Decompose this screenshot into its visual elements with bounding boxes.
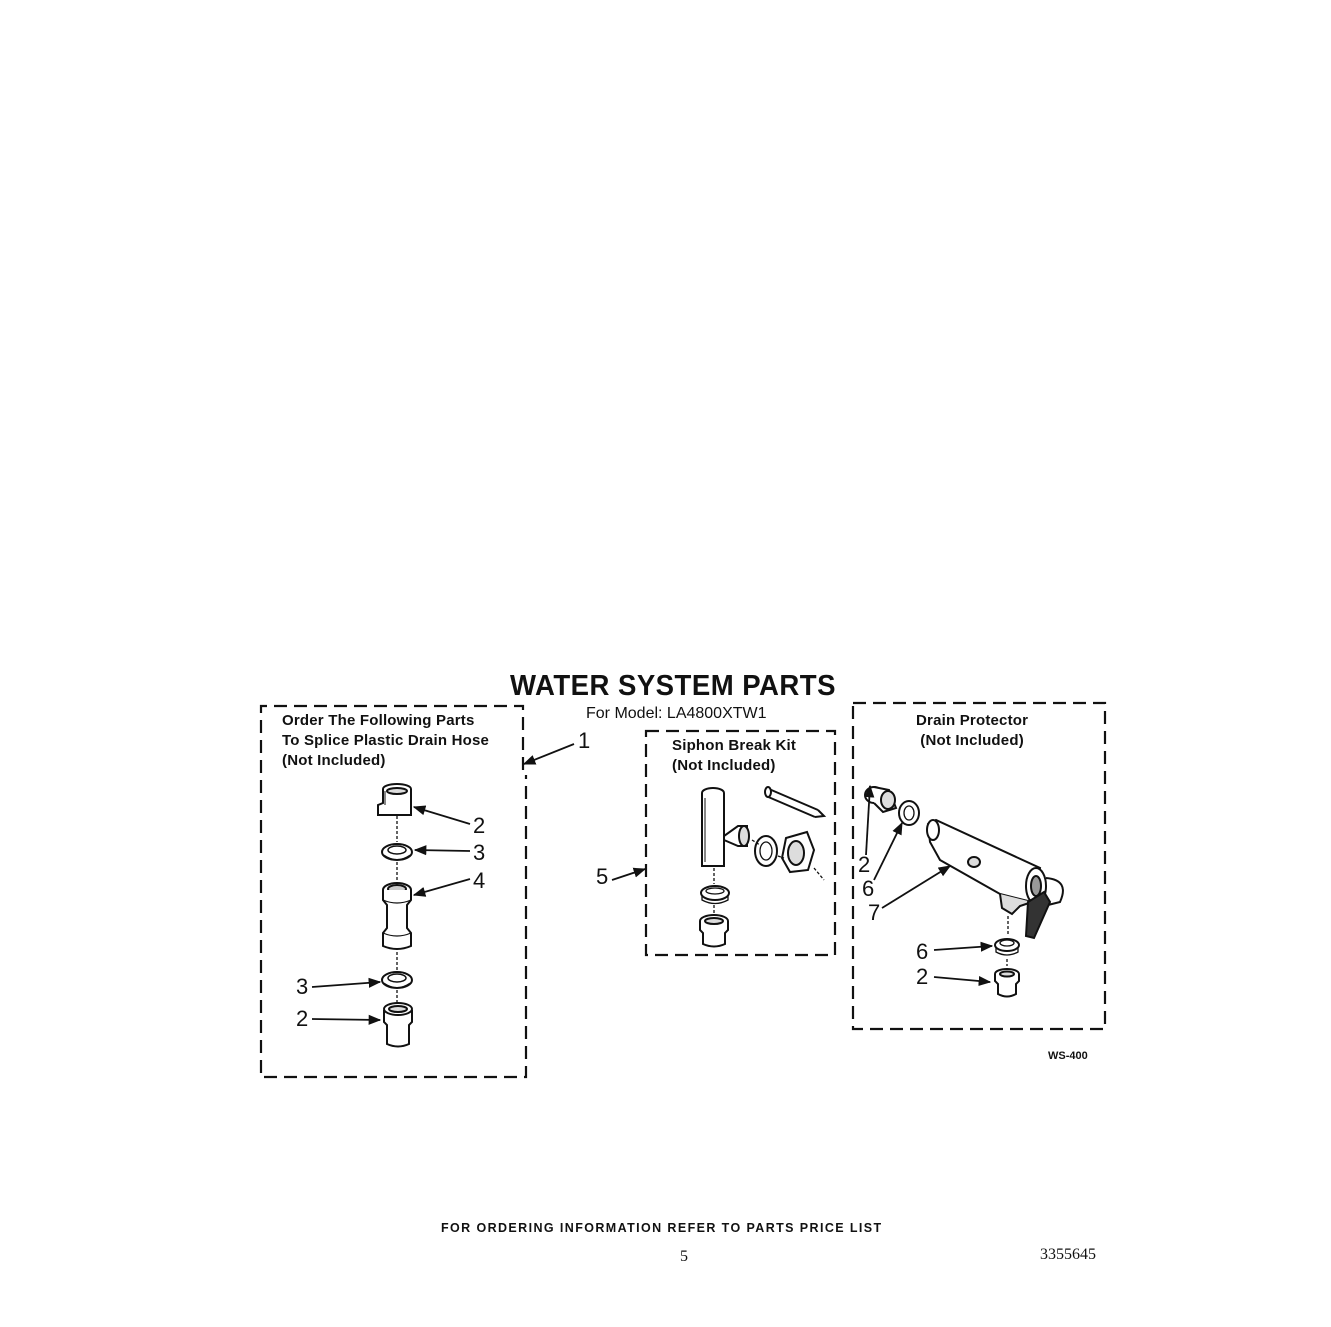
callout-2c: 2: [858, 852, 871, 877]
splice-kit-label-line: (Not Included): [282, 752, 386, 769]
callout-5: 5: [596, 864, 609, 889]
leader-2d: [933, 975, 992, 987]
clamp-ring-top: [381, 843, 413, 861]
leader-2a: [412, 805, 471, 825]
hose-connector-top: [377, 783, 412, 816]
drain-protector-parts: [864, 786, 1064, 998]
splice-coupling: [382, 882, 412, 950]
siphon-kit-box: [644, 729, 837, 957]
hose-connector-bottom: [383, 1002, 413, 1048]
diagram-code: WS-400: [1048, 1050, 1088, 1062]
leader-6b: [933, 941, 994, 952]
callout-2a: 2: [473, 813, 486, 838]
callout-6b: 6: [916, 939, 929, 964]
drain-connector-bottom: [994, 968, 1020, 998]
leader-5: [611, 867, 647, 881]
siphon-kit-label-line: Siphon Break Kit: [672, 737, 797, 754]
callout-3b: 3: [296, 974, 309, 999]
drain-protector-body: [926, 818, 1064, 940]
leader-2b: [311, 1014, 382, 1025]
leader-3b: [311, 977, 382, 988]
siphon-ring: [754, 835, 778, 867]
siphon-tee: [701, 787, 750, 867]
splice-kit-box: [259, 704, 528, 1079]
splice-kit-label-line: Order The Following Parts: [282, 712, 475, 729]
drain-protector-label-line: (Not Included): [920, 732, 1024, 749]
siphon-kit-label: Siphon Break Kit (Not Included): [672, 736, 796, 776]
page-title: WATER SYSTEM PARTS: [510, 670, 836, 702]
model-subtitle: For Model: LA4800XTW1: [586, 705, 767, 722]
callout-4: 4: [473, 868, 486, 893]
leader-2c: [864, 784, 875, 856]
siphon-parts: [699, 786, 827, 948]
drain-protector-label: Drain Protector (Not Included): [916, 711, 1028, 751]
drain-ring-bottom: [994, 938, 1020, 956]
leader-1: [522, 743, 575, 765]
callout-7: 7: [868, 900, 881, 925]
siphon-clamp: [700, 885, 730, 905]
leader-4: [412, 878, 471, 897]
callout-6a: 6: [862, 876, 875, 901]
ordering-footer: FOR ORDERING INFORMATION REFER TO PARTS …: [441, 1221, 883, 1235]
siphon-tube: [764, 786, 827, 818]
callout-2d: 2: [916, 964, 929, 989]
leader-7: [881, 865, 952, 909]
splice-kit-label-line: To Splice Plastic Drain Hose: [282, 732, 490, 749]
callout-2b: 2: [296, 1006, 309, 1031]
siphon-kit-label-line: (Not Included): [672, 757, 776, 774]
callout-1: 1: [578, 728, 591, 753]
page-number: 5: [680, 1248, 688, 1265]
drain-protector-box: [851, 701, 1107, 1031]
clamp-ring-bottom: [381, 971, 413, 989]
document-number: 3355645: [1040, 1246, 1096, 1263]
drain-ring-top: [898, 800, 920, 826]
siphon-connector: [699, 914, 729, 948]
siphon-adapter: [780, 830, 816, 874]
callout-3a: 3: [473, 840, 486, 865]
drain-protector-label-line: Drain Protector: [916, 712, 1029, 729]
splice-parts: [377, 783, 413, 1048]
leader-3a: [413, 845, 471, 856]
leader-6a: [873, 821, 903, 881]
splice-kit-label: Order The Following Parts To Splice Plas…: [282, 711, 489, 771]
